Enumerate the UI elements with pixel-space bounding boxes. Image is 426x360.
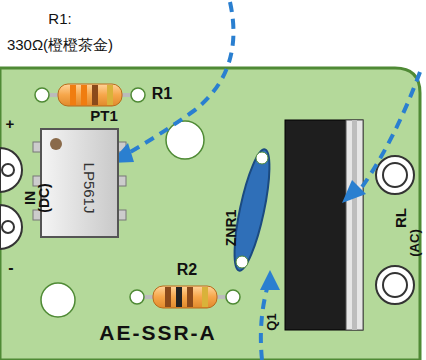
board-name: AE-SSR-A <box>99 322 217 343</box>
pointer-arrowheads <box>110 143 366 290</box>
part-name: ZNR1 <box>224 210 238 247</box>
part-name: Q1 <box>265 313 278 330</box>
part-name: R2 <box>177 262 197 278</box>
signal-name: IN <box>23 191 37 205</box>
chip-marking: LP561J <box>80 163 97 214</box>
resistor-symbol <box>35 84 145 106</box>
pcb-board <box>0 68 420 360</box>
mounting-hole <box>41 283 75 317</box>
part-name: R1 <box>152 86 172 102</box>
resistor-value: 330Ω(橙橙茶金) <box>7 37 113 52</box>
dc-input-pads <box>0 148 22 249</box>
pin1-dot <box>50 138 62 150</box>
signal-name: RL <box>393 208 408 228</box>
mounting-hole <box>166 121 204 159</box>
resistor-symbol <box>130 286 240 308</box>
part-name: PT1 <box>90 108 118 123</box>
optocoupler-chip: LP561J <box>40 128 119 238</box>
signal-name: (AC) <box>408 229 421 256</box>
part-name: R1: <box>48 11 71 26</box>
triac-q1 <box>285 120 363 330</box>
pin-name: - <box>8 260 13 276</box>
signal-name: (DC) <box>37 183 51 213</box>
pin-name: + <box>6 116 15 131</box>
pointer-lines <box>125 2 420 360</box>
